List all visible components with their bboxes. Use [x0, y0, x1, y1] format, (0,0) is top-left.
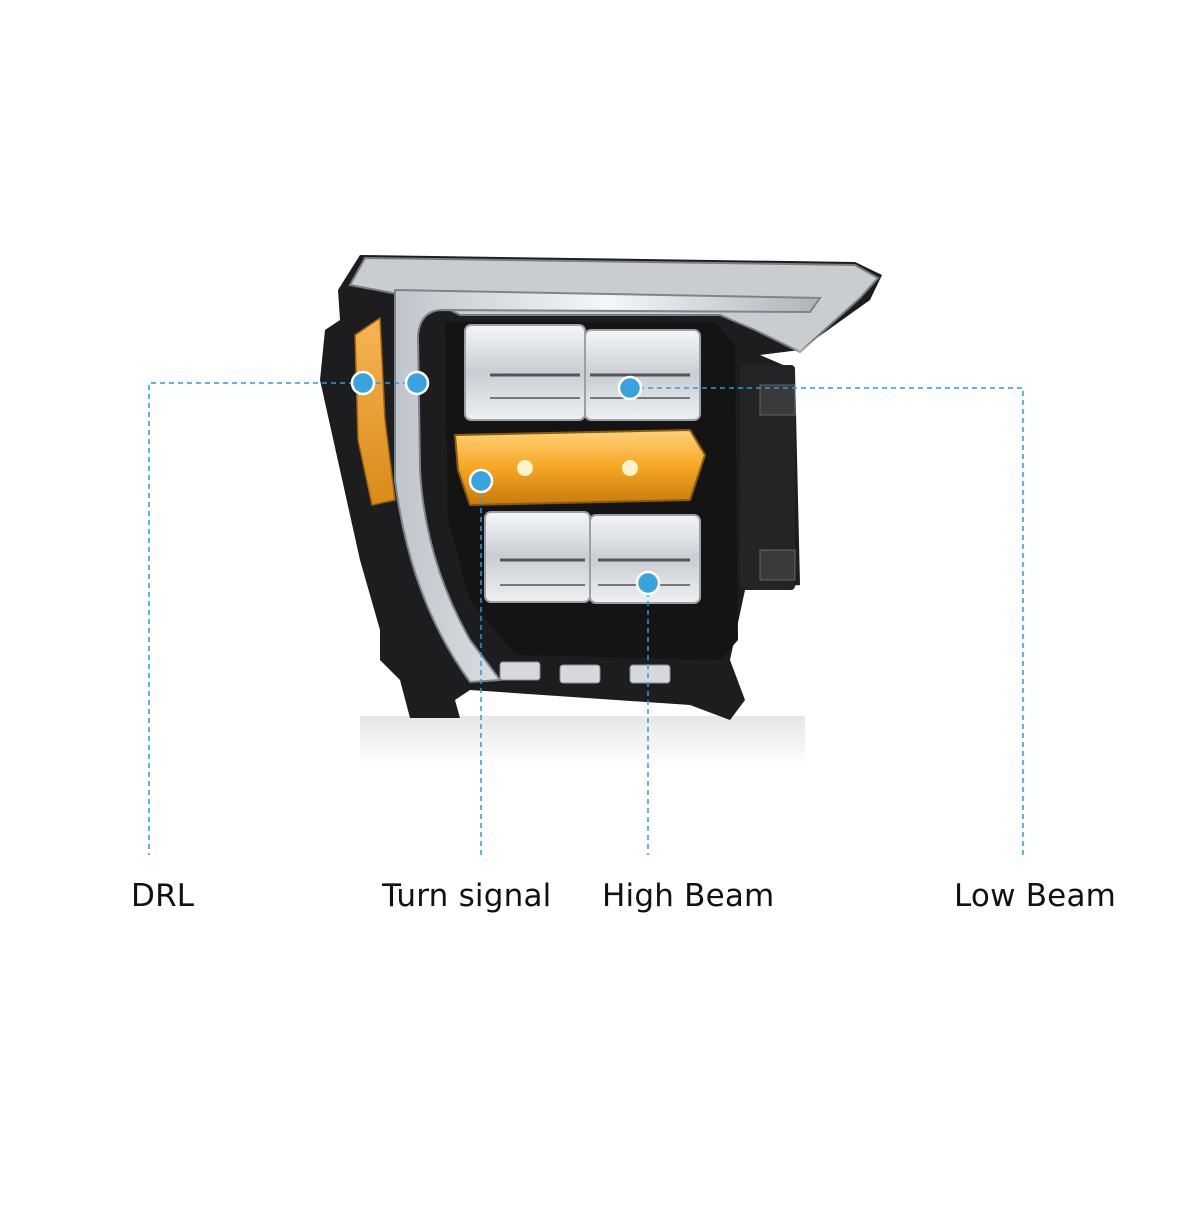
- callout-dot-turn: [468, 468, 494, 494]
- high-beam-label: High Beam: [602, 878, 775, 914]
- drl-strip: [394, 288, 822, 684]
- bottom-clips: [499, 661, 671, 684]
- drl-label: DRL: [131, 878, 195, 914]
- callout-dot-low: [617, 375, 643, 401]
- callout-dots: [350, 370, 661, 596]
- callout-dot-drl-2: [404, 370, 430, 396]
- turn-signal-band: [453, 428, 707, 507]
- callout-dot-high: [635, 570, 661, 596]
- turn-signal-label: Turn signal: [382, 878, 552, 914]
- mounting-bracket: [740, 365, 796, 590]
- floor-shadow: [360, 716, 805, 766]
- callout-dot-drl-1: [350, 370, 376, 396]
- low-beam-label: Low Beam: [954, 878, 1117, 914]
- callout-line-low: [630, 387, 1024, 855]
- low-beam-projector: [464, 324, 701, 421]
- side-marker-amber: [354, 316, 396, 506]
- callout-lines: [148, 382, 1024, 855]
- high-beam-projector: [484, 511, 701, 604]
